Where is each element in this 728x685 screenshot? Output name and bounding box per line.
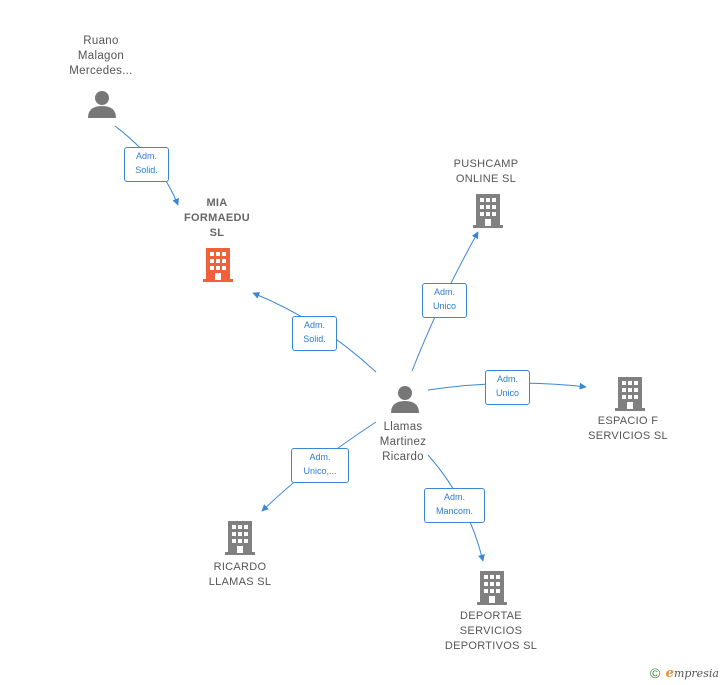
brand-initial: e xyxy=(665,666,674,681)
node-ruano-line-3: Mercedes... xyxy=(69,65,133,77)
person-icon[interactable] xyxy=(87,89,117,119)
person-icon[interactable] xyxy=(390,384,420,414)
node-ruano-line-1: Ruano xyxy=(83,35,119,47)
node-ricardo-sl-line-1: RICARDO xyxy=(213,561,267,573)
edge-label-llamas-mia-role: Adm. xyxy=(303,320,325,330)
building-icon[interactable] xyxy=(613,376,647,411)
node-espacio-label: ESPACIO F SERVICIOS SL xyxy=(578,414,678,444)
node-deportae-line-1: DEPORTAE xyxy=(460,610,522,622)
building-icon[interactable] xyxy=(223,520,257,555)
node-ricardo-sl[interactable]: RICARDO LLAMAS SL xyxy=(190,560,290,590)
node-espacio-line-2: SERVICIOS SL xyxy=(588,430,668,442)
building-icon[interactable] xyxy=(471,193,505,228)
edge-label-llamas-pushcamp[interactable]: Adm. Unico xyxy=(422,283,467,318)
edge-label-llamas-ricardo-type: Unico,... xyxy=(303,466,337,476)
node-mia-line-2: FORMAEDU xyxy=(184,212,250,224)
edge-label-llamas-deportae-type: Mancom. xyxy=(435,506,473,516)
brand-rest: mpresia xyxy=(673,667,719,680)
node-llamas-line-2: Martinez xyxy=(379,436,427,448)
edge-label-llamas-espacio-type: Unico xyxy=(495,388,519,398)
edge-label-llamas-espacio-role: Adm. xyxy=(496,374,518,384)
edge-label-ruano-mia-type: Solid. xyxy=(135,165,158,175)
node-llamas-line-1: Llamas xyxy=(383,421,423,433)
node-pushcamp-label: PUSHCAMP ONLINE SL xyxy=(436,157,536,187)
copyright-icon: © xyxy=(650,665,661,681)
edge-label-llamas-pushcamp-type: Unico xyxy=(432,301,456,311)
node-pushcamp-line-2: ONLINE SL xyxy=(455,173,517,185)
edge-label-ruano-mia-role: Adm. xyxy=(135,151,157,161)
edge-label-llamas-pushcamp-role: Adm. xyxy=(433,287,455,297)
node-deportae-label: DEPORTAE SERVICIOS DEPORTIVOS SL xyxy=(436,609,546,654)
edge-label-llamas-mia[interactable]: Adm. Solid. xyxy=(292,316,337,351)
node-deportae[interactable]: DEPORTAE SERVICIOS DEPORTIVOS SL xyxy=(436,609,546,654)
node-mia-line-3: SL xyxy=(209,227,225,239)
edge-label-llamas-mia-type: Solid. xyxy=(303,334,326,344)
footer-brand: © empresia xyxy=(650,665,719,681)
node-mia[interactable]: MIA FORMAEDU SL xyxy=(172,196,262,241)
edge-label-llamas-ricardo[interactable]: Adm. Unico,... xyxy=(291,448,349,483)
edge-label-llamas-ricardo-role: Adm. xyxy=(309,452,331,462)
building-icon[interactable] xyxy=(475,570,509,605)
edge-label-llamas-deportae[interactable]: Adm. Mancom. xyxy=(424,488,485,523)
node-ricardo-sl-line-2: LLAMAS SL xyxy=(208,576,272,588)
edge-label-llamas-espacio[interactable]: Adm. Unico xyxy=(485,370,530,405)
node-ruano-label: Ruano Malagon Mercedes... xyxy=(56,34,146,79)
node-ruano-line-2: Malagon xyxy=(77,50,125,62)
node-llamas-line-3: Ricardo xyxy=(382,451,424,463)
building-icon[interactable] xyxy=(201,247,235,282)
node-ricardo-sl-label: RICARDO LLAMAS SL xyxy=(190,560,290,590)
node-llamas-label: Llamas Martinez Ricardo xyxy=(358,420,448,465)
node-espacio-line-1: ESPACIO F xyxy=(597,415,659,427)
edge-label-ruano-mia[interactable]: Adm. Solid. xyxy=(124,147,169,182)
node-llamas[interactable]: Llamas Martinez Ricardo xyxy=(358,420,448,465)
node-deportae-line-3: DEPORTIVOS SL xyxy=(444,640,538,652)
node-pushcamp-line-1: PUSHCAMP xyxy=(453,158,519,170)
node-mia-line-1: MIA xyxy=(206,197,228,209)
node-ruano[interactable]: Ruano Malagon Mercedes... xyxy=(56,34,146,79)
edge-label-llamas-deportae-role: Adm. xyxy=(443,492,465,502)
brand-logo: empresia xyxy=(665,666,719,681)
node-pushcamp[interactable]: PUSHCAMP ONLINE SL xyxy=(436,157,536,187)
node-deportae-line-2: SERVICIOS xyxy=(459,625,523,637)
node-espacio[interactable]: ESPACIO F SERVICIOS SL xyxy=(578,414,678,444)
node-mia-label: MIA FORMAEDU SL xyxy=(172,196,262,241)
